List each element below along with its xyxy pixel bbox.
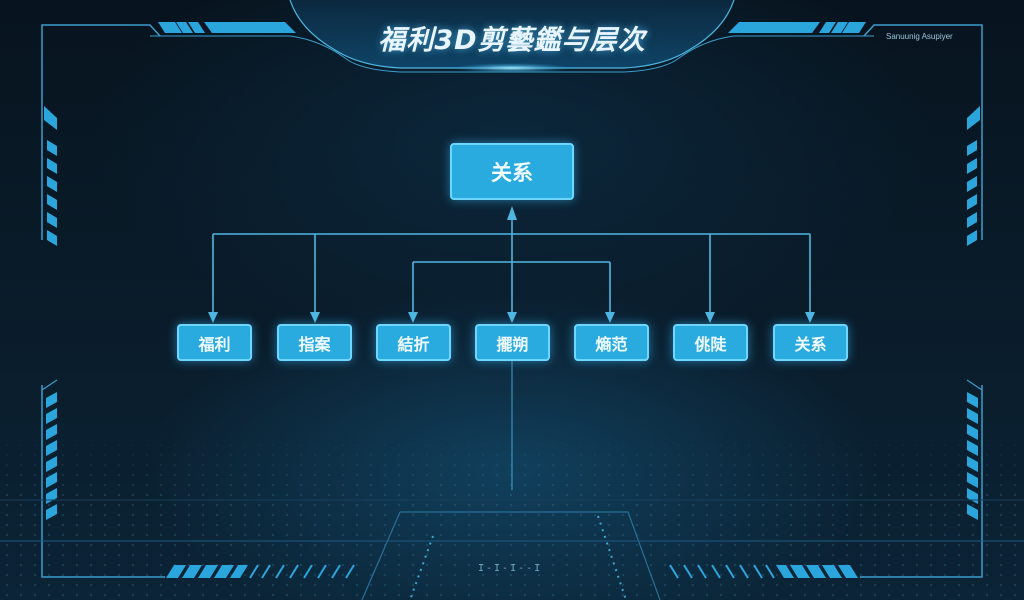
- child-node-4[interactable]: 擺朔: [475, 324, 550, 361]
- root-node[interactable]: 关系: [450, 143, 574, 200]
- arrowheads: [208, 206, 815, 323]
- connector-lines: [212, 214, 811, 316]
- page-title: 福利3D剪藝鑑与层次: [378, 25, 646, 56]
- corner-tag: Sanuunig Asupiyer: [886, 32, 953, 41]
- child-node-5[interactable]: 熵范: [574, 324, 649, 361]
- child-node-3[interactable]: 結折: [376, 324, 451, 361]
- child-node-2[interactable]: 指案: [277, 324, 352, 361]
- child-node-1[interactable]: 福利: [177, 324, 252, 361]
- child-node-6[interactable]: 佻陡: [673, 324, 748, 361]
- child-node-7[interactable]: 关系: [773, 324, 848, 361]
- footer-label: I-I-I--I: [478, 563, 543, 574]
